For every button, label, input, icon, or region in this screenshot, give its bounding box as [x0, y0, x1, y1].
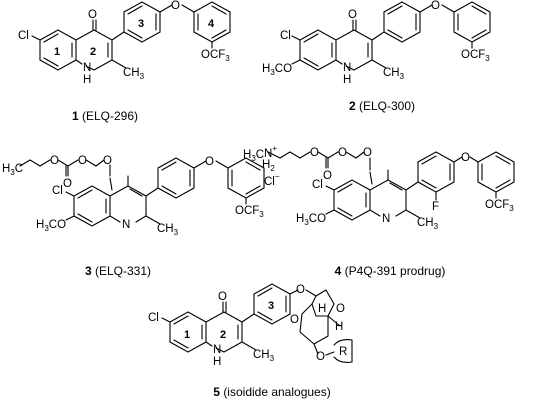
compound-1-nitrogen: N	[83, 62, 91, 74]
compound-1-chlorine: Cl	[18, 30, 29, 42]
compound-5-ring-oxygen-left: O	[290, 314, 299, 326]
compound-3-oxymethyl-oxygen: O	[103, 155, 112, 167]
compound-2-caption: 2 (ELQ-300)	[349, 99, 415, 113]
compound-1-carbonyl-oxygen: O	[88, 9, 97, 21]
compound-2-ether-oxygen: O	[431, 0, 440, 12]
compound-2-methoxy: H3CO	[262, 63, 292, 77]
compound-2-structure: O Cl H3CO N H CH3 O OCF3	[262, 0, 491, 86]
compound-4-nitrogen: N	[382, 213, 390, 225]
compound-5-r-group: R	[339, 346, 347, 358]
compound-4-oxymethyl-oxygen: O	[363, 147, 372, 159]
compound-5-caption: 5 (isoidide analogues)	[213, 385, 330, 399]
compound-5-nitrogen: N	[213, 344, 221, 356]
compound-3-trifluoromethoxy: OCF3	[235, 205, 264, 219]
compound-5-nh-hydrogen: H	[213, 356, 221, 368]
compound-2-methyl: CH3	[383, 67, 405, 81]
compound-3-carbonate-oxygen: O	[78, 155, 87, 167]
compound-4-structure: H3C N+ H2 Cl− O O O O Cl H3CO N CH3 F O …	[243, 144, 515, 231]
compound-1-ether-oxygen: O	[171, 0, 180, 12]
compound-4-carbonate-oxygen: O	[338, 147, 347, 159]
ring-label-2: 2	[90, 46, 96, 58]
compound-3-structure: H3C O O O O Cl H3CO N CH3 O OCF3	[2, 155, 265, 237]
compound-4-methyl: CH3	[417, 217, 439, 231]
compound-4-trifluoromethoxy: OCF3	[485, 199, 514, 213]
ring-label-3: 3	[138, 18, 144, 30]
compound-2-trifluoromethoxy: OCF3	[461, 49, 490, 63]
ring-label-4: 4	[208, 18, 215, 30]
compound-2-carbonyl-oxygen: O	[348, 9, 357, 21]
compound-1-structure: O Cl N H CH3 O OCF3 1 2 3 4	[18, 0, 231, 86]
compound-5-structure: O Cl N H CH3 O O O H H O R 1 2 3	[148, 283, 353, 368]
compound-1-nh-hydrogen: H	[83, 74, 91, 86]
compound-4-ester-oxygen: O	[310, 147, 319, 159]
compound-3-methoxy: H3CO	[36, 219, 66, 233]
compound-2-nitrogen: N	[343, 62, 351, 74]
compound-4-ammonium-nitrogen: N+	[264, 144, 277, 160]
compound-4-caption: 4 (P4Q-391 prodrug)	[335, 264, 446, 278]
compound-4-fluorine: F	[432, 201, 439, 213]
compound-1-caption: 1 (ELQ-296)	[72, 109, 138, 123]
compound-4-chloride-counterion: Cl−	[264, 172, 280, 188]
compound-5-ring-label-1: 1	[184, 329, 190, 341]
compound-4-carbonyl-oxygen: O	[323, 170, 332, 182]
compound-3-ethyl: H3C	[2, 163, 23, 177]
compound-3-ether-oxygen: O	[205, 156, 214, 168]
compound-3-carbonyl-oxygen: O	[63, 178, 72, 190]
compound-3-nitrogen: N	[122, 219, 130, 231]
compound-4-n-methyl: H3C	[243, 149, 264, 163]
compound-5-ring-label-2: 2	[220, 329, 226, 341]
compound-3-chlorine: Cl	[52, 185, 63, 197]
compound-5-aryl-ether-oxygen: O	[296, 284, 305, 296]
compound-5-ring-label-3: 3	[268, 300, 274, 312]
compound-4-ammonium-hydrogens: H2	[262, 159, 275, 173]
compound-5-carbonyl-oxygen: O	[218, 291, 227, 303]
compound-4-methoxy: H3CO	[296, 213, 326, 227]
ring-label-1: 1	[54, 46, 60, 58]
compound-3-methyl: CH3	[157, 223, 179, 237]
compound-4-ether-oxygen: O	[461, 152, 470, 164]
compound-5-bridgehead-hydrogen-lower: H	[335, 321, 343, 333]
compound-5-bridgehead-hydrogen-upper: H	[318, 303, 326, 315]
compound-1-methyl: CH3	[123, 67, 145, 81]
compound-3-ester-oxygen: O	[50, 155, 59, 167]
compound-5-substituent-oxygen: O	[316, 351, 325, 363]
compound-3-caption: 3 (ELQ-331)	[85, 264, 151, 278]
compound-5-methyl: CH3	[253, 349, 275, 363]
compound-5-chlorine: Cl	[148, 312, 159, 324]
compound-5-ring-oxygen-right: O	[336, 303, 345, 315]
compound-2-nh-hydrogen: H	[343, 74, 351, 86]
compound-1-trifluoromethoxy: OCF3	[201, 49, 230, 63]
compound-2-chlorine: Cl	[280, 30, 291, 42]
compound-4-chlorine: Cl	[312, 179, 323, 191]
